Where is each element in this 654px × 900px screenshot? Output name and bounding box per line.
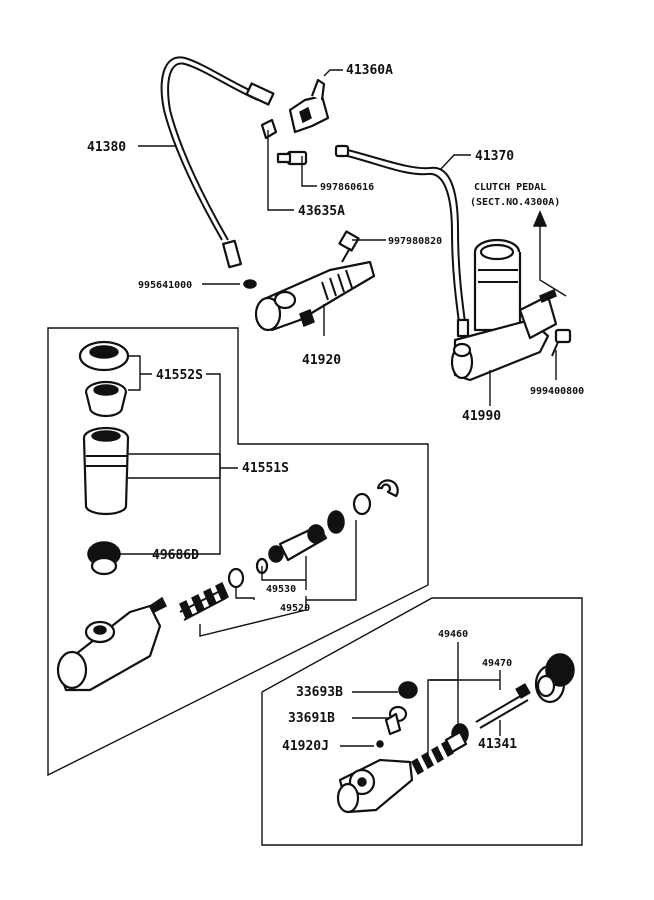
exploded-group-outline-left <box>47 327 429 777</box>
bracket-41360A <box>288 78 330 134</box>
cylinder-body-left <box>56 596 168 692</box>
master-cylinder-41990 <box>450 238 558 382</box>
washer-995641000 <box>243 279 257 289</box>
label-41920J: 41920J <box>282 739 329 754</box>
exploded-group-outline-right <box>261 597 583 846</box>
label-49460: 49460 <box>438 629 468 640</box>
push-rod-41341 <box>475 683 531 729</box>
bolt-997980820 <box>338 230 360 263</box>
ball-41920J <box>376 740 384 748</box>
label-41551S: 41551S <box>242 461 289 476</box>
clutch-pedal-arrow <box>532 210 567 297</box>
label-clutch-pedal: CLUTCH PEDAL <box>474 182 546 193</box>
grommet-49686D <box>87 541 121 576</box>
label-41990: 41990 <box>462 409 501 424</box>
label-33693B: 33693B <box>296 685 343 700</box>
label-997860616: 997860616 <box>320 182 374 193</box>
label-49530: 49530 <box>266 584 296 595</box>
boot-49470 <box>534 653 575 704</box>
piston-49530 <box>227 479 399 589</box>
label-41920: 41920 <box>302 353 341 368</box>
label-49470: 49470 <box>482 658 512 669</box>
piston-49460 <box>411 723 469 776</box>
clutch-pipe-41380 <box>160 56 275 269</box>
spring-49520 <box>179 581 229 621</box>
label-41380: 41380 <box>87 140 126 155</box>
label-49686D: 49686D <box>152 548 199 563</box>
clip-43635A <box>260 118 278 140</box>
cylinder-body-right <box>336 758 414 814</box>
cap-33693B <box>398 681 418 699</box>
reservoir-cap-41552S <box>78 340 130 418</box>
label-997980820: 997980820 <box>388 236 442 247</box>
bolt-997860616 <box>276 150 308 166</box>
label-43635A: 43635A <box>298 204 345 219</box>
bleeder-screw-33691B <box>384 705 408 736</box>
label-995641000: 995641000 <box>138 280 192 291</box>
part-labels: 41360A 41380 41370 CLUTCH PEDAL (SECT.NO… <box>87 63 584 754</box>
label-999400800: 999400800 <box>530 386 584 397</box>
bolt-999400800 <box>551 328 572 357</box>
clutch-pipe-41370 <box>334 144 470 338</box>
label-41552S: 41552S <box>156 368 203 383</box>
reservoir-41551S <box>82 426 130 516</box>
leader-lines <box>120 69 557 764</box>
label-33691B: 33691B <box>288 711 335 726</box>
label-sect-no: (SECT.NO.4300A) <box>470 197 560 208</box>
label-41341: 41341 <box>478 737 517 752</box>
master-cylinder-41920 <box>254 260 376 332</box>
label-41370: 41370 <box>475 149 514 164</box>
label-41360A: 41360A <box>346 63 393 78</box>
label-49520: 49520 <box>280 603 310 614</box>
